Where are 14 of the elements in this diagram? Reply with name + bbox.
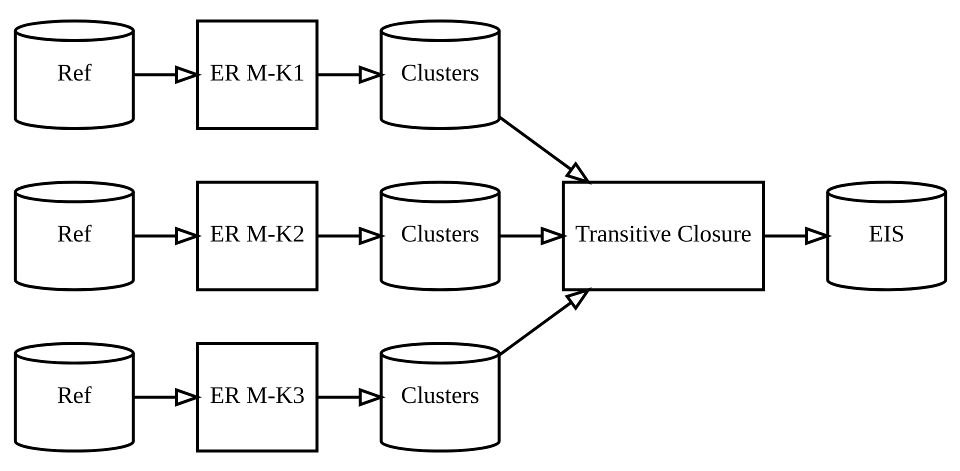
arrow [316,226,386,245]
arrow [133,387,202,406]
arrow [498,286,592,356]
arrow [316,64,386,84]
arrow [133,64,202,84]
arrow [764,226,832,245]
node-box: ER M-K3 [196,342,318,452]
arrow [499,226,568,245]
node-box: Transitive Closure [561,180,764,291]
node-box: ER M-K1 [196,18,318,130]
arrow [316,387,386,406]
arrow [133,226,202,245]
arrow [498,115,592,184]
node-box: ER M-K2 [196,180,318,291]
